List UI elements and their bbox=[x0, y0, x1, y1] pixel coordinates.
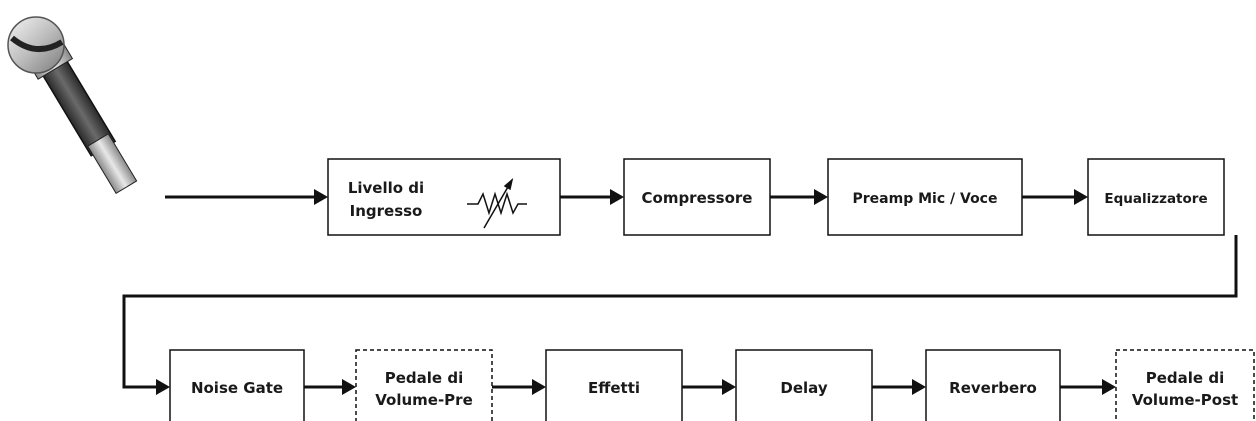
delay-label: Delay bbox=[780, 379, 827, 397]
signal-flow-arrows bbox=[122, 189, 1238, 395]
noise-gate-label: Noise Gate bbox=[191, 379, 283, 397]
box-volume-pre: Pedale di Volume-Pre bbox=[355, 349, 493, 421]
effects-label: Effetti bbox=[588, 379, 640, 397]
input-level-label-line2: Ingresso bbox=[350, 202, 423, 220]
connector-line bbox=[122, 235, 1238, 389]
reverb-label: Reverbero bbox=[949, 379, 1037, 397]
arrowhead-icon bbox=[814, 189, 828, 205]
box-compressor: Compressore bbox=[623, 158, 771, 236]
arrowhead-icon bbox=[912, 379, 926, 395]
input-level-label-line1: Livello di bbox=[348, 179, 424, 197]
box-noise-gate: Noise Gate bbox=[169, 349, 305, 421]
box-equalizer: Equalizzatore bbox=[1087, 158, 1225, 236]
arrowhead-icon bbox=[532, 379, 546, 395]
preamp-label: Preamp Mic / Voce bbox=[853, 191, 998, 207]
arrowhead-icon bbox=[1074, 189, 1088, 205]
volume-pre-label-line2: Volume-Pre bbox=[375, 391, 473, 409]
volume-post-label-line2: Volume-Post bbox=[1132, 391, 1238, 409]
arrowhead-icon bbox=[342, 379, 356, 395]
box-delay: Delay bbox=[735, 349, 873, 421]
equalizer-label: Equalizzatore bbox=[1104, 191, 1207, 207]
box-input-level: Livello di Ingresso bbox=[327, 158, 561, 236]
microphone-icon bbox=[7, 16, 138, 195]
variable-resistor-icon bbox=[467, 177, 527, 229]
box-preamp: Preamp Mic / Voce bbox=[827, 158, 1023, 236]
arrowhead-icon bbox=[610, 189, 624, 205]
arrowhead-icon bbox=[722, 379, 736, 395]
compressor-label: Compressore bbox=[642, 189, 753, 207]
volume-pre-label-line1: Pedale di bbox=[385, 369, 463, 387]
arrowhead-icon bbox=[314, 189, 328, 205]
volume-post-label-line1: Pedale di bbox=[1146, 369, 1224, 387]
arrowhead-icon bbox=[156, 379, 170, 395]
arrowhead-icon bbox=[1102, 379, 1116, 395]
box-effects: Effetti bbox=[545, 349, 683, 421]
box-reverb: Reverbero bbox=[925, 349, 1061, 421]
box-volume-post: Pedale di Volume-Post bbox=[1115, 349, 1255, 421]
